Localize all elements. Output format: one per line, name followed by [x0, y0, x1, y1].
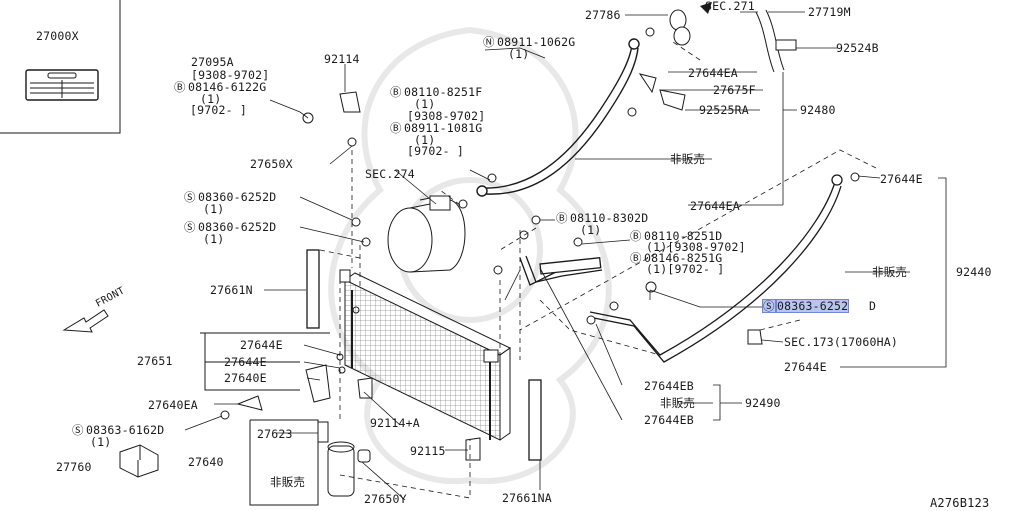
not-sold-label: 非販売 — [270, 475, 306, 489]
pressure-switch-illustration — [119, 444, 159, 478]
part-08110-8251F[interactable]: 08110-8251F — [404, 85, 483, 99]
not-sold-label: 非販売 — [872, 265, 908, 279]
part-27095A-range: [9308-9702] — [191, 68, 270, 82]
part-08146-6122G[interactable]: 08146-6122G — [188, 80, 267, 94]
condenser-illustration — [339, 269, 511, 441]
part-08110-8251F-range: [9308-9702] — [407, 109, 486, 123]
part-27650X[interactable]: 27650X — [250, 157, 293, 171]
nut-prefix-icon: Ⓝ — [483, 35, 495, 49]
part-08146-8251G-range: (1)[9702- ] — [646, 262, 725, 276]
part-08911-1081G-qty: (1) — [414, 133, 436, 147]
part-08911-1062G-qty: (1) — [508, 47, 530, 61]
part-27719M[interactable]: 27719M — [808, 5, 851, 19]
bolt-prefix-icon: Ⓑ — [174, 80, 186, 94]
part-08911-1081G[interactable]: 08911-1081G — [404, 121, 483, 135]
part-08363-6252D-highlighted[interactable]: 08363-6252 — [775, 299, 850, 313]
part-08110-8251D-range: (1)[9308-9702] — [646, 240, 746, 254]
part-92114A[interactable]: 92114+A — [370, 416, 420, 430]
part-27760[interactable]: 27760 — [56, 460, 92, 474]
part-27644E-b[interactable]: 27644E — [224, 355, 267, 369]
bolt-prefix-icon: Ⓑ — [390, 121, 402, 135]
caution-label-icon — [25, 69, 99, 101]
leader-lines — [184, 11, 947, 501]
section-173[interactable]: SEC.173(17060HA) — [784, 335, 898, 349]
part-08360-6252D-b-qty: (1) — [203, 232, 225, 246]
part-27644E-d[interactable]: 27644E — [784, 360, 827, 374]
seal-27661N — [306, 249, 320, 329]
part-08363-6252D-suffix: D — [869, 299, 877, 313]
part-27000X[interactable]: 27000X — [36, 29, 79, 43]
part-08110-8251D[interactable]: 08110-8251D — [644, 229, 723, 243]
bolt-prefix-icon: Ⓑ — [630, 229, 642, 243]
bolt-prefix-icon: Ⓑ — [556, 211, 568, 225]
top-fittings-illustration — [638, 8, 797, 111]
part-27095A[interactable]: 27095A — [191, 55, 234, 69]
part-27661NA[interactable]: 27661NA — [502, 491, 552, 505]
part-08360-6252D-b[interactable]: 08360-6252D — [198, 220, 277, 234]
part-92490[interactable]: 92490 — [745, 396, 781, 410]
section-271[interactable]: SEC.271 — [705, 0, 755, 13]
part-92524B[interactable]: 92524B — [836, 41, 879, 55]
part-08146-6122G-qty: (1) — [200, 92, 222, 106]
part-08360-6252D-a-qty: (1) — [203, 202, 225, 216]
part-08110-8302D[interactable]: 08110-8302D — [570, 211, 649, 225]
front-arrow — [62, 309, 109, 333]
part-08360-6252D-a[interactable]: 08360-6252D — [198, 190, 277, 204]
part-08146-6122G-range: [9702- ] — [190, 103, 247, 117]
part-92115[interactable]: 92115 — [410, 444, 446, 458]
part-27640E[interactable]: 27640E — [224, 371, 267, 385]
dashed-guides — [319, 39, 877, 499]
hose-92480 — [476, 38, 640, 197]
screw-prefix-icon: Ⓢ — [184, 220, 196, 234]
screw-prefix-icon: Ⓢ — [184, 190, 196, 204]
clip-92114A — [357, 377, 373, 399]
part-27786[interactable]: 27786 — [585, 8, 621, 22]
part-27651[interactable]: 27651 — [137, 354, 173, 368]
part-27644E-c[interactable]: 27644E — [880, 172, 923, 186]
part-08110-8302D-qty: (1) — [580, 223, 602, 237]
bracket-27640EA — [236, 395, 263, 411]
part-92480[interactable]: 92480 — [800, 103, 836, 117]
part-27675F[interactable]: 27675F — [713, 83, 756, 97]
clip-92115 — [465, 437, 481, 461]
diagram-code: A276B123 — [930, 496, 990, 510]
bolt-prefix-icon: Ⓑ — [630, 251, 642, 265]
screw-prefix-icon: Ⓢ — [762, 299, 776, 313]
seal-27661NA — [528, 379, 542, 461]
bolt-prefix-icon: Ⓑ — [390, 85, 402, 99]
not-sold-label: 非販売 — [660, 396, 696, 410]
not-sold-label: 非販売 — [670, 152, 706, 166]
compressor-illustration — [387, 195, 466, 273]
part-27661N[interactable]: 27661N — [210, 283, 253, 297]
group-27640-box — [249, 419, 319, 506]
part-08363-6162D[interactable]: 08363-6162D — [86, 423, 165, 437]
part-27644E-a[interactable]: 27644E — [240, 338, 283, 352]
sec271-arrow — [700, 2, 712, 14]
part-27644EB-b[interactable]: 27644EB — [644, 413, 694, 427]
clip-92114 — [339, 91, 361, 113]
pipe-92440 — [589, 174, 843, 363]
part-27644EA-a[interactable]: 27644EA — [688, 66, 738, 80]
part-27640EA[interactable]: 27640EA — [148, 398, 198, 412]
part-27623[interactable]: 27623 — [257, 427, 293, 441]
part-08911-1081G-range: [9702- ] — [407, 144, 464, 158]
part-27644EB-a[interactable]: 27644EB — [644, 379, 694, 393]
part-08363-6162D-qty: (1) — [90, 435, 112, 449]
part-08110-8251F-qty: (1) — [414, 97, 436, 111]
part-27650Y[interactable]: 27650Y — [364, 492, 407, 506]
label-box-frame — [0, 0, 121, 134]
part-08911-1062G[interactable]: 08911-1062G — [497, 35, 576, 49]
section-274[interactable]: SEC.274 — [365, 167, 415, 181]
part-92525RA[interactable]: 92525RA — [699, 103, 749, 117]
part-08146-8251G[interactable]: 08146-8251G — [644, 251, 723, 265]
part-92114[interactable]: 92114 — [324, 52, 360, 66]
screw-prefix-icon: Ⓢ — [72, 423, 84, 437]
bracket-27640E — [305, 364, 331, 403]
receiver-dryer-illustration — [317, 421, 371, 497]
part-27644EA-b[interactable]: 27644EA — [690, 199, 740, 213]
part-27640[interactable]: 27640 — [188, 455, 224, 469]
part-92440[interactable]: 92440 — [956, 265, 992, 279]
